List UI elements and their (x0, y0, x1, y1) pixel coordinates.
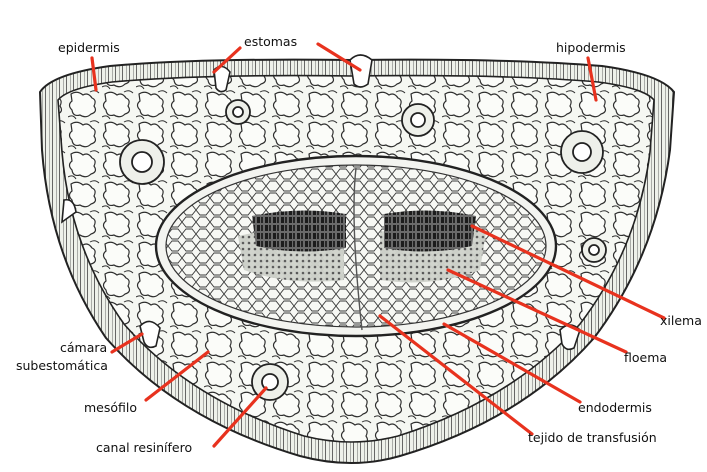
label-hipodermis: hipodermis (556, 40, 626, 55)
label-epidermis: epidermis (58, 40, 120, 55)
label-mesofilo: mesófilo (84, 400, 137, 415)
label-canal-resinifero: canal resinífero (96, 440, 192, 455)
label-floema: floema (624, 350, 667, 365)
label-estomas: estomas (244, 34, 297, 49)
label-camara-line2: subestomática (16, 358, 108, 373)
vascular-cylinder (156, 156, 556, 336)
label-endodermis: endodermis (578, 400, 652, 415)
label-camara-line1: cámara (60, 340, 107, 355)
label-xilema: xilema (660, 313, 702, 328)
label-tejido-transfusion: tejido de transfusión (528, 430, 657, 445)
